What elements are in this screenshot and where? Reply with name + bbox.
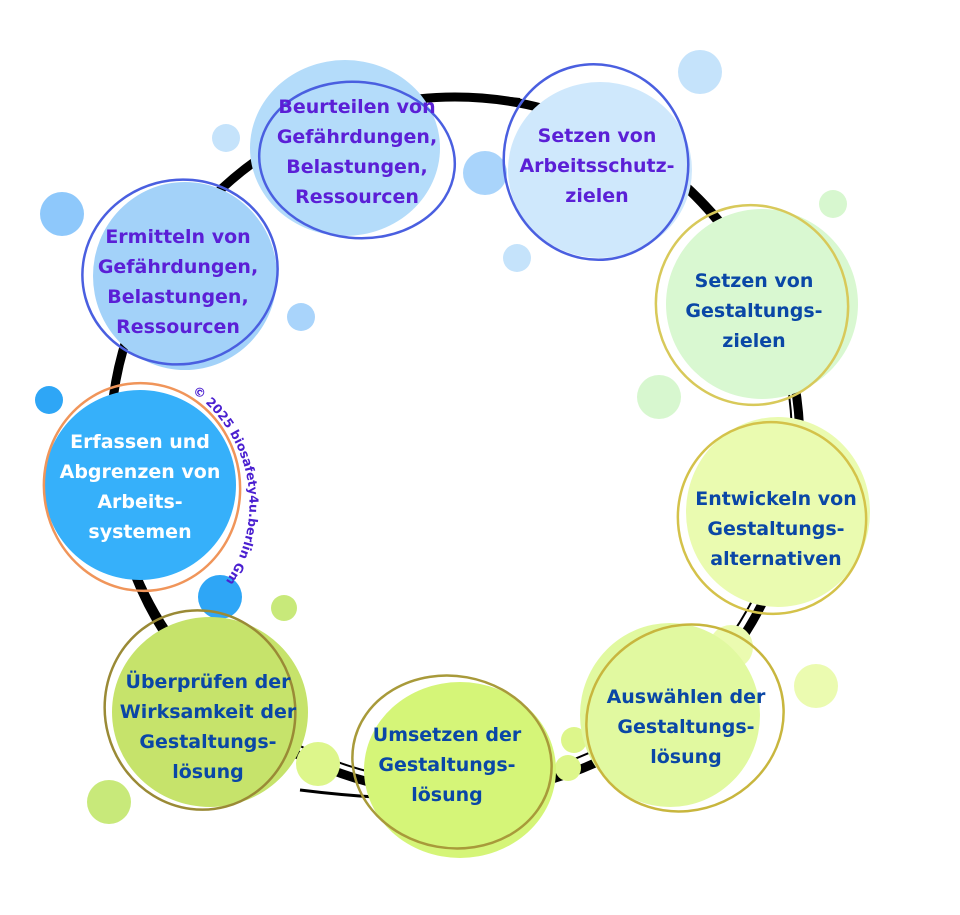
step-label-line: alternativen	[710, 548, 841, 570]
step-label-line: Ressourcen	[295, 186, 419, 208]
step-label-line: Setzen von	[538, 125, 657, 147]
step-label-line: zielen	[565, 185, 628, 207]
step-label-line: Setzen von	[695, 270, 814, 292]
decorative-bubbles	[35, 50, 847, 824]
step-label-line: Abgrenzen von	[60, 461, 221, 483]
step-label-line: Belastungen,	[107, 286, 248, 308]
step-label-line: zielen	[722, 330, 785, 352]
step-label-line: Überprüfen der	[126, 669, 292, 693]
step-label-line: Arbeits-	[97, 491, 182, 513]
step-label-line: systemen	[88, 521, 191, 543]
step-label-line: lösung	[411, 784, 483, 806]
step-label-line: Auswählen der	[607, 686, 766, 708]
step-label-line: Umsetzen der	[373, 724, 522, 746]
step-label-line: lösung	[650, 746, 722, 768]
step-label-line: Gefährdungen,	[277, 126, 437, 148]
step-label-line: Gestaltungs-	[139, 731, 276, 753]
step-label-line: Entwickeln von	[695, 488, 857, 510]
step-label-line: Erfassen und	[70, 431, 210, 453]
step-label-line: Beurteilen von	[278, 96, 435, 118]
step-label-line: Gestaltungs-	[685, 300, 822, 322]
step-label-line: Gestaltungs-	[617, 716, 754, 738]
step-label-line: Wirksamkeit der	[120, 701, 297, 723]
step-label-line: Ressourcen	[116, 316, 240, 338]
step-label-line: Gestaltungs-	[707, 518, 844, 540]
step-label-line: Gestaltungs-	[378, 754, 515, 776]
step-label-line: Arbeitsschutz-	[519, 155, 674, 177]
step-label-line: lösung	[172, 761, 244, 783]
step-label-line: Ermitteln von	[105, 226, 250, 248]
step-label-line: Gefährdungen,	[98, 256, 258, 278]
step-label-line: Belastungen,	[286, 156, 427, 178]
